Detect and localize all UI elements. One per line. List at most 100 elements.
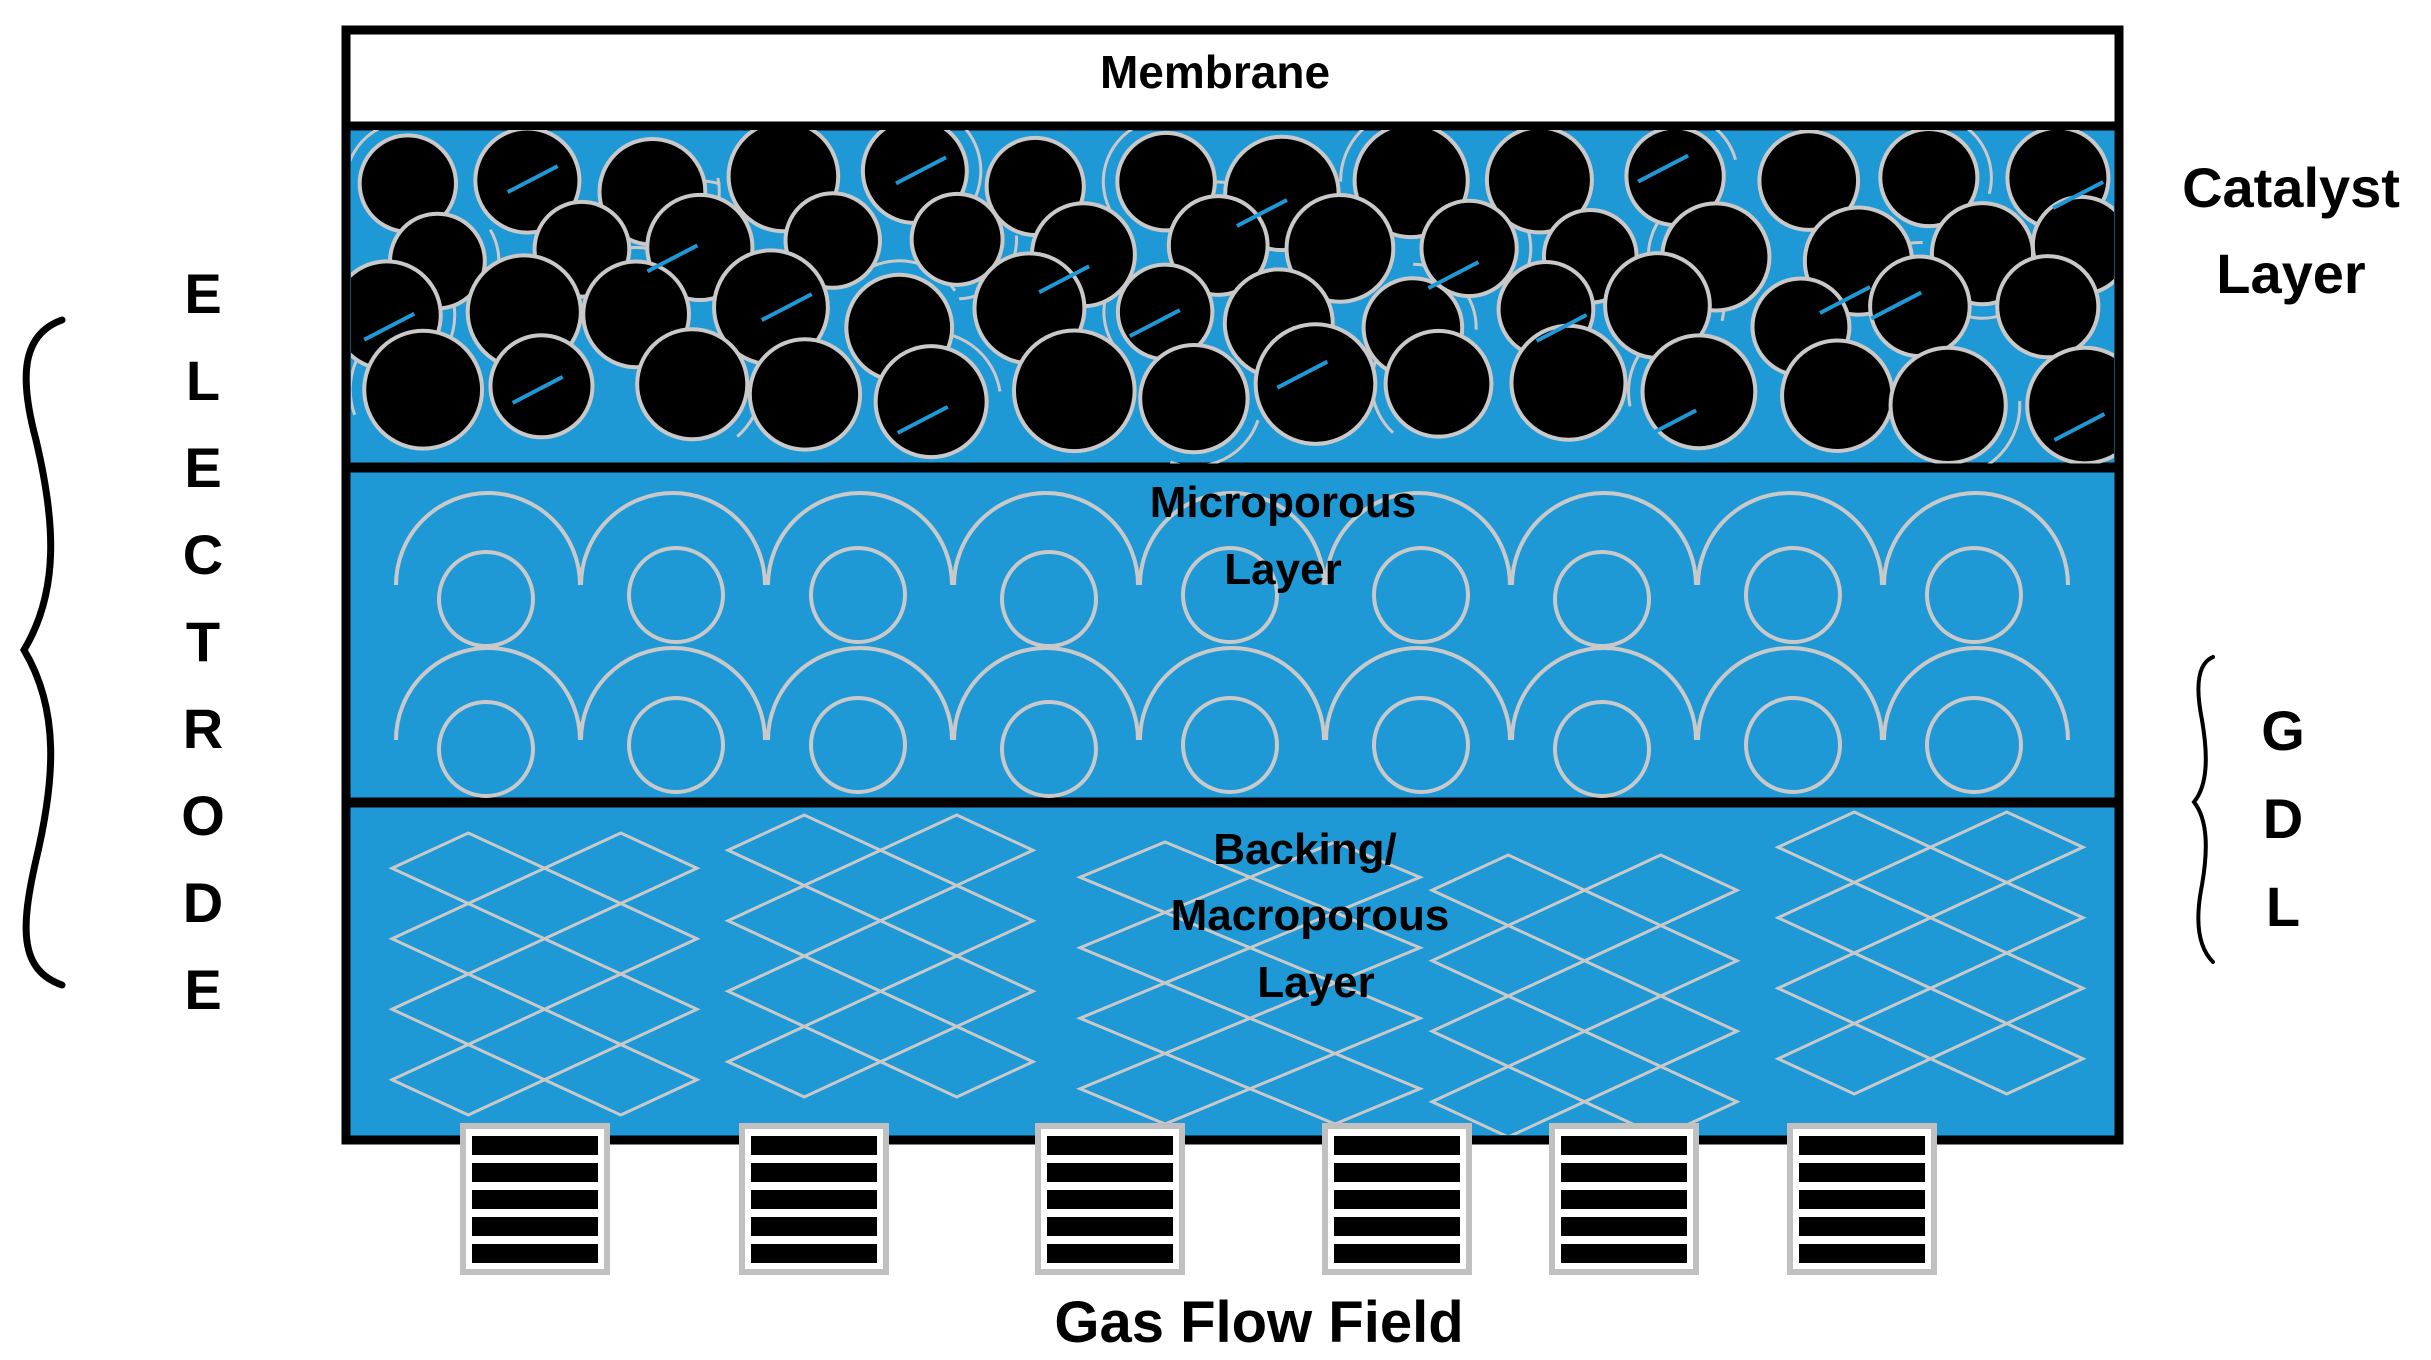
flow-channel-bar — [751, 1163, 877, 1182]
flow-channel-bar — [472, 1190, 598, 1209]
backing-layer: Backing/ Macroporous Layer — [341, 798, 2124, 1145]
catalyst-particle — [747, 337, 863, 452]
micropore-circle — [1000, 700, 1098, 798]
micropore-arc — [579, 491, 767, 586]
mesh-diamond — [1926, 810, 2087, 885]
flow-channel-bar — [472, 1217, 598, 1236]
backing-label-line1: Backing/ — [1213, 825, 1396, 874]
micropore-circle — [1553, 700, 1651, 798]
micropore-arc — [952, 646, 1140, 741]
mesh-diamond — [1580, 853, 1741, 928]
ionomer-strand — [895, 155, 947, 186]
ionomer-strand — [1128, 308, 1181, 338]
micropore-arc — [1882, 646, 2070, 741]
ionomer-strand — [1819, 285, 1871, 315]
micropore-arc — [1510, 646, 1698, 741]
backing-label-line3: Layer — [1257, 958, 1374, 1007]
catalyst-particle — [1011, 328, 1137, 454]
gdl-letter: L — [2266, 875, 2300, 938]
ionomer-strand — [511, 375, 564, 405]
micropore-arc — [394, 646, 582, 741]
electrode-letter: T — [186, 610, 220, 673]
catalyst-particles — [351, 130, 2114, 465]
catalyst-fiber — [1984, 401, 2022, 465]
flow-channel-bar — [1047, 1136, 1173, 1155]
mesh-diamond — [1246, 1051, 1424, 1126]
gdl-letter: G — [2261, 699, 2305, 762]
flow-channel-bar — [1047, 1244, 1173, 1263]
ionomer-strand — [1645, 408, 1698, 439]
catalyst-particle — [1484, 130, 1594, 235]
flow-channel-bar — [1047, 1163, 1173, 1182]
micropore-arc — [766, 491, 954, 586]
ionomer-strand — [1535, 313, 1588, 343]
catalyst-fiber — [1339, 130, 1365, 182]
flow-channel-bar — [472, 1136, 598, 1155]
backing-label-line2: Macroporous — [1171, 891, 1450, 940]
flow-channel-bar — [1561, 1244, 1687, 1263]
ionomer-strand — [1235, 198, 1288, 228]
micropore-arc — [1138, 491, 1326, 586]
catalyst-particle — [1419, 198, 1519, 299]
flow-channel-bar — [751, 1136, 877, 1155]
ionomer-strand — [1870, 290, 1923, 321]
ionomer-strand — [646, 243, 699, 274]
micropore-circle — [627, 696, 725, 794]
flow-channel — [1035, 1123, 1185, 1275]
flow-channel-bar — [1561, 1163, 1687, 1182]
catalyst-particle — [1383, 328, 1494, 439]
micropore-circle — [437, 550, 535, 648]
ionomer-strand — [760, 292, 813, 322]
ionomer-strand — [2053, 412, 2106, 442]
electrode-letter: E — [184, 436, 221, 499]
flow-channel — [1549, 1123, 1699, 1275]
micropore-arc — [1696, 491, 1884, 586]
micropore-arc — [1510, 491, 1698, 586]
flow-channel-bar — [1561, 1136, 1687, 1155]
micropore-arc — [1324, 646, 1512, 741]
electrode-letter: C — [183, 523, 223, 586]
micropore-circle — [627, 546, 725, 644]
mesh-diamond — [1926, 880, 2087, 955]
mesh-diamond — [876, 1024, 1037, 1099]
micropore-arc — [394, 491, 582, 586]
catalyst-particle — [1868, 254, 1972, 359]
mesh-diamond — [876, 813, 1037, 888]
mesh-diamond — [540, 1042, 701, 1117]
mesh-diamond — [1246, 910, 1424, 985]
gas-flow-field — [460, 1123, 1937, 1275]
catalyst-layer-label-line1: Catalyst — [2182, 156, 2400, 219]
catalyst-layer — [341, 121, 2124, 472]
micropore-circle — [1181, 546, 1279, 644]
catalyst-fiber — [1169, 419, 1260, 465]
flow-channel-bar — [472, 1244, 598, 1263]
flow-channel-bar — [1561, 1190, 1687, 1209]
flow-channel-bar — [1334, 1136, 1460, 1155]
ionomer-strand — [1276, 359, 1329, 390]
catalyst-particle — [1640, 333, 1758, 451]
ionomer-strand — [506, 164, 559, 194]
catalyst-particle — [1878, 130, 1980, 229]
micropore-arc — [1696, 646, 1884, 741]
mesh-diamond — [1246, 840, 1424, 915]
mesh-diamond — [876, 883, 1037, 958]
gdl-label: GDL — [2261, 699, 2305, 938]
flow-channel-bar — [1334, 1163, 1460, 1182]
mesh-diamond — [540, 831, 701, 906]
flow-channel-bar — [1334, 1244, 1460, 1263]
ionomer-strand — [2052, 180, 2105, 210]
mesh-diamond — [1580, 923, 1741, 998]
micropore-arc — [579, 646, 767, 741]
micropore-arc — [766, 646, 954, 741]
catalyst-particle — [1138, 342, 1250, 455]
catalyst-particle — [1780, 338, 1895, 453]
flow-channel-bar — [1334, 1217, 1460, 1236]
flow-channel-bar — [1561, 1217, 1687, 1236]
catalyst-fiber — [1715, 130, 1738, 161]
microporous-label-line1: Microporous — [1150, 478, 1416, 527]
flow-channel-bar — [1799, 1163, 1925, 1182]
micropore-circle — [1925, 696, 2023, 794]
micropore-circle — [809, 546, 907, 644]
microporous-label-line2: Layer — [1224, 545, 1341, 594]
